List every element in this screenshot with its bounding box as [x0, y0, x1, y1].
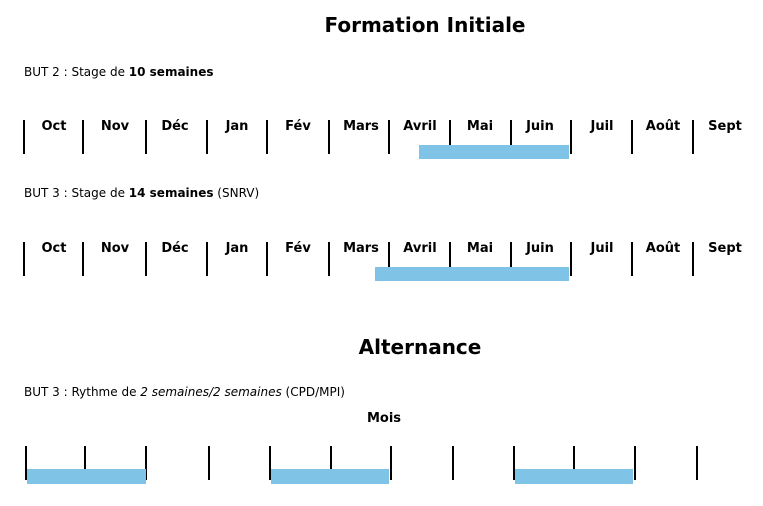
month-fev: Fév: [285, 241, 311, 256]
timeline-tick: [328, 120, 330, 154]
timeline-tick: [634, 446, 636, 480]
month-jan: Jan: [225, 119, 249, 134]
but2-caption-prefix: BUT 2 : Stage de: [24, 65, 129, 79]
timeline-tick: [82, 242, 84, 276]
month-nov: Nov: [100, 119, 130, 134]
month-juil: Juil: [590, 241, 614, 256]
but3-caption-suffix: (SNRV): [213, 186, 260, 200]
alternance-caption-suffix: (CPD/MPI): [281, 385, 345, 399]
month-aout: Août: [645, 241, 681, 256]
month-aout: Août: [645, 119, 681, 134]
timeline-tick: [84, 446, 86, 480]
timeline-tick: [631, 120, 633, 154]
alternance-timeline: [0, 444, 763, 486]
month-nov: Nov: [100, 241, 130, 256]
month-dec: Déc: [161, 241, 189, 256]
but2-internship-bar: [419, 145, 569, 159]
but3-timeline: Oct Nov Déc Jan Fév Mars Avril Mai Juin …: [0, 240, 763, 284]
mois-label: Mois: [366, 411, 402, 426]
month-mai: Mai: [466, 119, 494, 134]
alternance-school-bar: [27, 469, 146, 484]
timeline-tick: [449, 120, 451, 154]
timeline-tick: [452, 446, 454, 480]
timeline-tick: [23, 120, 25, 154]
timeline-tick: [328, 242, 330, 276]
timeline-tick: [145, 446, 147, 480]
but3-caption-prefix: BUT 3 : Stage de: [24, 186, 129, 200]
timeline-tick: [513, 446, 515, 480]
month-juil: Juil: [590, 119, 614, 134]
timeline-tick: [449, 242, 451, 276]
alternance-title: Alternance: [358, 335, 482, 359]
alternance-caption-prefix: BUT 3 : Rythme de: [24, 385, 141, 399]
timeline-tick: [25, 446, 27, 480]
timeline-tick: [206, 120, 208, 154]
but3-internship-bar: [375, 267, 569, 281]
timeline-tick: [330, 446, 332, 480]
timeline-tick: [266, 242, 268, 276]
timeline-tick: [23, 242, 25, 276]
timeline-tick: [145, 242, 147, 276]
alternance-school-bar: [271, 469, 389, 484]
month-dec: Déc: [161, 119, 189, 134]
month-oct: Oct: [41, 119, 67, 134]
but2-caption: BUT 2 : Stage de 10 semaines: [24, 65, 213, 79]
but2-duration: 10 semaines: [128, 65, 214, 79]
month-mai: Mai: [466, 241, 494, 256]
timeline-tick: [692, 242, 694, 276]
but3-caption: BUT 3 : Stage de 14 semaines (SNRV): [24, 186, 259, 200]
but2-timeline: Oct Nov Déc Jan Fév Mars Avril Mai Juin …: [0, 118, 763, 162]
timeline-tick: [388, 242, 390, 276]
formation-initiale-title: Formation Initiale: [324, 13, 526, 37]
month-juin: Juin: [526, 119, 554, 134]
alternance-caption: BUT 3 : Rythme de 2 semaines/2 semaines …: [24, 385, 345, 399]
timeline-tick: [631, 242, 633, 276]
but3-duration: 14 semaines: [128, 186, 214, 200]
timeline-tick: [269, 446, 271, 480]
timeline-tick: [510, 120, 512, 154]
timeline-tick: [266, 120, 268, 154]
timeline-tick: [696, 446, 698, 480]
month-avril: Avril: [403, 119, 437, 134]
month-fev: Fév: [285, 119, 311, 134]
timeline-tick: [570, 120, 572, 154]
alternance-school-bar: [515, 469, 633, 484]
timeline-tick: [570, 242, 572, 276]
timeline-tick: [208, 446, 210, 480]
month-sept: Sept: [708, 241, 742, 256]
alternance-rhythm: 2 semaines/2 semaines: [140, 385, 282, 399]
month-avril: Avril: [403, 241, 437, 256]
timeline-tick: [206, 242, 208, 276]
timeline-tick: [82, 120, 84, 154]
timeline-tick: [510, 242, 512, 276]
month-mars: Mars: [343, 119, 379, 134]
timeline-tick: [573, 446, 575, 480]
month-jan: Jan: [225, 241, 249, 256]
timeline-tick: [145, 120, 147, 154]
month-juin: Juin: [526, 241, 554, 256]
month-mars: Mars: [343, 241, 379, 256]
timeline-tick: [692, 120, 694, 154]
month-oct: Oct: [41, 241, 67, 256]
timeline-tick: [388, 120, 390, 154]
timeline-tick: [390, 446, 392, 480]
month-sept: Sept: [708, 119, 742, 134]
